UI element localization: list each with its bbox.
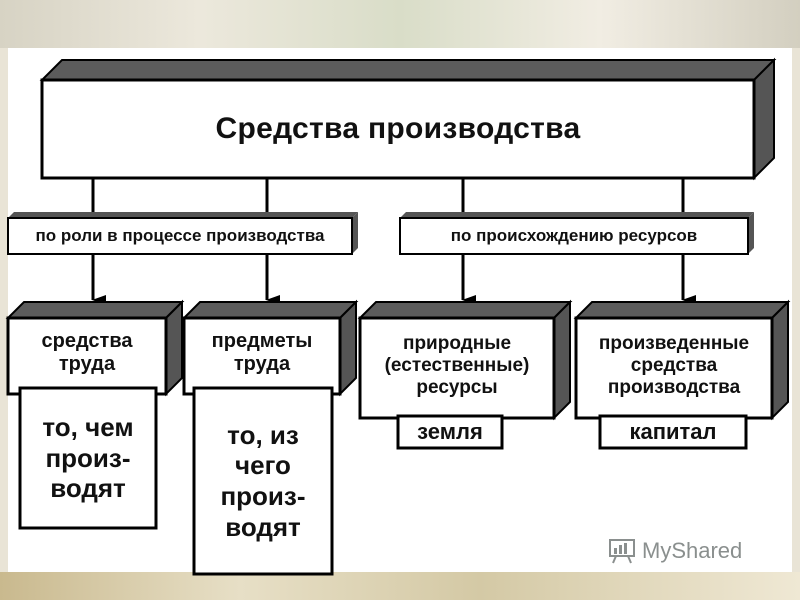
watermark-text: MyShared xyxy=(642,538,743,563)
detail-text-means-of-labor: то, чем произ- водят xyxy=(42,411,134,504)
example-text-land: земля xyxy=(417,419,483,445)
classification-label-origin: по происхождению ресурсов xyxy=(450,226,698,246)
watermark: MyShared xyxy=(608,538,742,564)
title-box xyxy=(39,57,777,181)
background-top-strip xyxy=(0,0,800,48)
category-box-1 xyxy=(5,299,185,397)
example-text-capital: капитал xyxy=(629,419,717,445)
category-box-3 xyxy=(357,299,573,421)
example-box-land xyxy=(396,414,504,450)
detail-box-1 xyxy=(18,386,158,530)
background-bottom-strip xyxy=(0,572,800,600)
detail-box-2 xyxy=(192,386,334,576)
category-label-produced-means: произведенные средства производства xyxy=(598,333,750,398)
category-label-means-of-labor: средства труда xyxy=(41,330,133,375)
presentation-board-icon xyxy=(609,539,635,564)
diagram-title: Средства производства xyxy=(215,111,581,145)
example-box-capital xyxy=(598,414,748,450)
classification-bar-origin xyxy=(399,212,754,255)
category-label-natural-resources: природные (естественные) ресурсы xyxy=(384,333,530,398)
classification-bar-role xyxy=(7,212,358,255)
classification-label-role: по роли в процессе производства xyxy=(35,226,325,246)
detail-text-objects-of-labor: то, из чего произ- водят xyxy=(220,419,306,542)
category-box-4 xyxy=(573,299,791,421)
category-label-objects-of-labor: предметы труда xyxy=(211,330,313,375)
category-box-2 xyxy=(181,299,359,397)
